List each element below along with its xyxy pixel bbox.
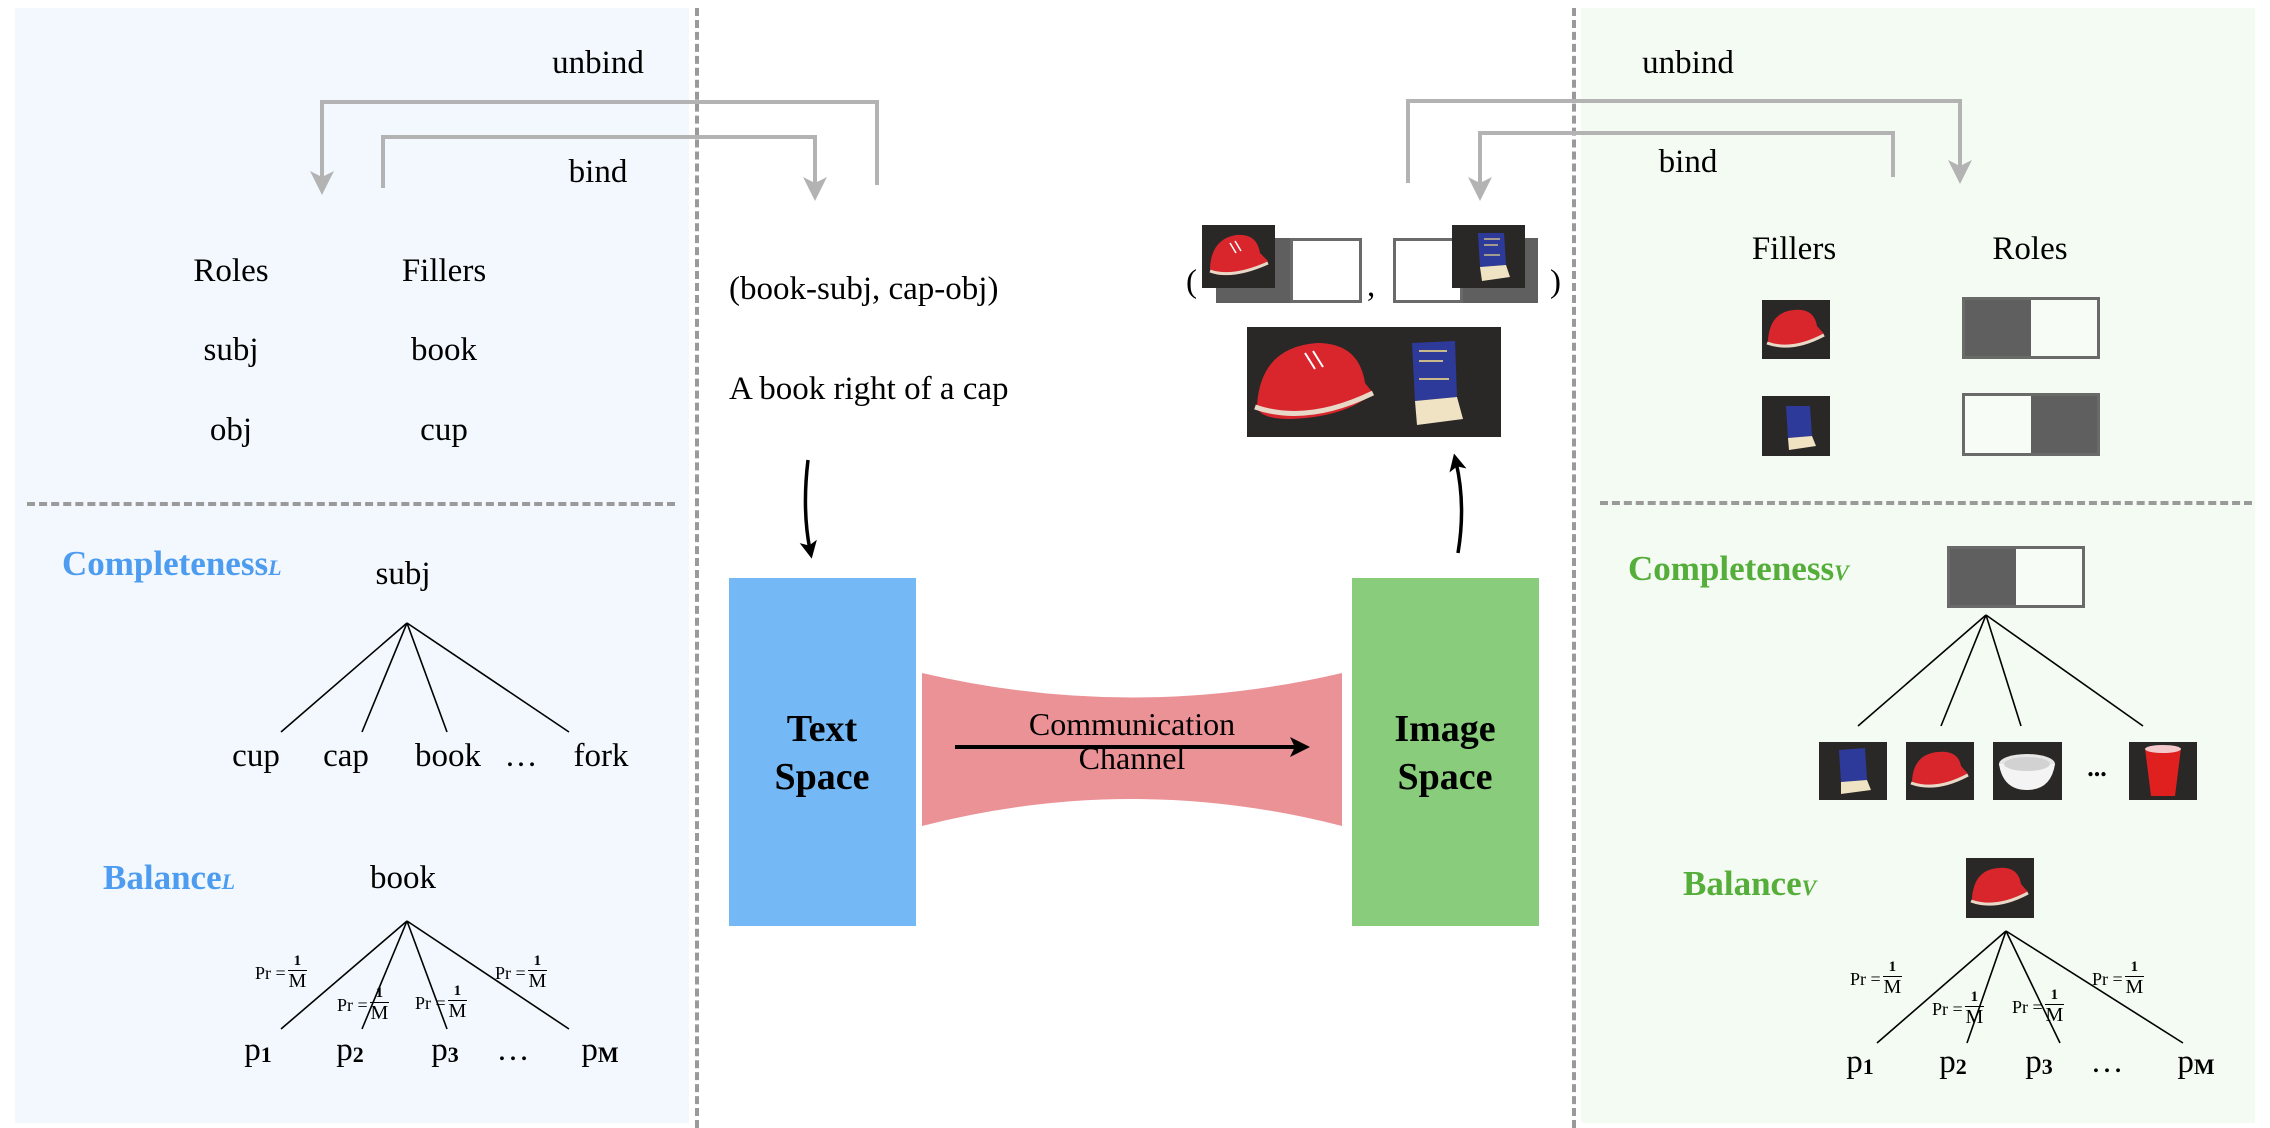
- left-balance-tree: [280, 920, 570, 1030]
- candidate-book-photo: [1819, 742, 1887, 800]
- left-filler-cell: cup: [420, 412, 468, 448]
- balance-v-leaf: p2: [1939, 1044, 1967, 1080]
- left-bind-label: bind: [568, 154, 628, 190]
- right-unbind-arrow: [1406, 99, 1972, 184]
- image-space-box: [1352, 578, 1539, 926]
- right-vertical-divider: [1572, 8, 1576, 1128]
- space-to-image-arrow: [1449, 453, 1467, 554]
- balance-v-leaf: p3: [2025, 1044, 2053, 1080]
- candidate-cap-photo: [1906, 742, 1974, 800]
- right-unbind-label: unbind: [1642, 45, 1734, 81]
- candidate-cup-photo: [2129, 742, 2197, 800]
- left-unbind-arrow: [310, 100, 879, 195]
- completeness-l-heading: CompletenessL: [62, 544, 282, 583]
- role-subj-box: [1962, 297, 2100, 359]
- balance-l-leaf: pM: [581, 1032, 619, 1068]
- left-bind-arrow: [381, 135, 827, 201]
- right-balance-tree: [1876, 930, 2184, 1044]
- balance-l-root: book: [370, 860, 436, 896]
- candidate-ellipsis: ...: [2087, 753, 2107, 782]
- left-role-cell: subj: [203, 332, 259, 368]
- completeness-l-leaf: book: [415, 738, 481, 774]
- candidate-bowl-photo: [1993, 742, 2062, 800]
- right-fillers-header: Fillers: [1751, 231, 1837, 267]
- role-white-half: [1393, 238, 1463, 303]
- balance-v-leaf: p1: [1846, 1044, 1874, 1080]
- tuple-open-paren: (: [1186, 264, 1197, 300]
- left-horizontal-divider: [27, 502, 675, 506]
- text-to-space-arrow: [799, 459, 817, 559]
- caption-text: A book right of a cap: [729, 371, 1009, 407]
- completeness-l-leaf: fork: [573, 738, 629, 774]
- left-roles-header: Roles: [193, 253, 269, 289]
- completeness-l-leaf: cup: [232, 738, 280, 774]
- role-filler-tuple-text: (book-subj, cap-obj): [729, 271, 999, 307]
- cap-photo: [1202, 225, 1275, 288]
- right-roles-header: Roles: [1992, 231, 2068, 267]
- book-photo: [1452, 225, 1525, 288]
- tuple-close-paren: ): [1550, 264, 1561, 300]
- right-bind-arrow: [1468, 131, 1895, 201]
- balance-v-heading: BalanceV: [1683, 864, 1817, 903]
- balance-l-leaf: p1: [244, 1032, 272, 1068]
- balance-l-leaf: p2: [336, 1032, 364, 1068]
- left-vertical-divider: [695, 8, 699, 1128]
- left-completeness-tree: [280, 622, 570, 733]
- balance-l-ellipsis: …: [496, 1032, 530, 1068]
- filler-cap-photo: [1762, 300, 1830, 359]
- left-filler-cell: book: [411, 332, 477, 368]
- right-bind-label: bind: [1658, 144, 1718, 180]
- role-obj-box: [1962, 393, 2100, 456]
- communication-channel-shape: [922, 673, 1342, 826]
- cap-and-book-photo: [1247, 327, 1501, 437]
- completeness-v-root-role: [1947, 546, 2085, 608]
- balance-v-root-cap-photo: [1966, 858, 2034, 918]
- balance-l-leaf: p3: [431, 1032, 459, 1068]
- completeness-l-leaf: cap: [323, 738, 369, 774]
- tuple-separator: ,: [1367, 268, 1376, 304]
- balance-l-heading: BalanceL: [103, 858, 236, 897]
- text-space-box: [729, 578, 916, 926]
- filler-book-photo: [1762, 396, 1830, 456]
- language-panel: [15, 8, 689, 1123]
- right-horizontal-divider: [1600, 501, 2252, 505]
- completeness-l-ellipsis: …: [504, 738, 538, 774]
- completeness-l-root: subj: [375, 556, 431, 592]
- left-role-cell: obj: [209, 412, 253, 448]
- vision-panel: [1581, 8, 2255, 1123]
- role-white-half: [1290, 238, 1362, 303]
- balance-v-ellipsis: …: [2090, 1044, 2124, 1080]
- balance-v-leaf: pM: [2177, 1044, 2215, 1080]
- right-completeness-tree: [1857, 614, 2144, 727]
- completeness-v-heading: CompletenessV: [1628, 549, 1849, 588]
- left-fillers-header: Fillers: [401, 253, 487, 289]
- left-unbind-label: unbind: [552, 45, 644, 81]
